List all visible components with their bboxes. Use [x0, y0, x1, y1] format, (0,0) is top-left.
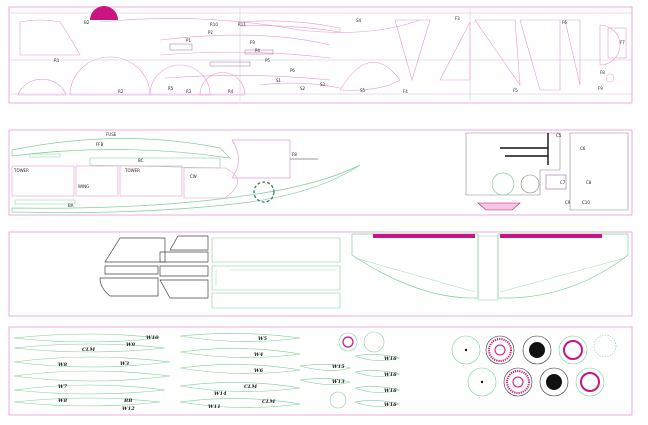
sheet4-label-w8-2: W8 [58, 398, 68, 404]
sheet2-label-tower-1: TOWER [13, 168, 29, 173]
sheet1-label-p5: P5 [265, 58, 270, 63]
sheet4-label-w4: W4 [254, 352, 264, 358]
sheet-3 [8, 231, 633, 317]
sheet1-label-r11: R11 [238, 22, 246, 27]
sheet2-label-ba: BA [68, 203, 74, 208]
sheet1-label-r5: R5 [168, 86, 174, 91]
sheet4-label-w5: W5 [258, 336, 268, 342]
sheet-3-border [8, 231, 633, 317]
sheet2-label-c6: C6 [580, 146, 586, 151]
sheet4-label-w16-2: W16 [384, 372, 397, 378]
dashed-ring [253, 181, 275, 203]
sheet1-label-s2: S2 [300, 86, 306, 91]
sheet2-label-ffb: FFB [96, 142, 104, 147]
sheet2-label-wing: WING [78, 184, 89, 189]
sheet4-label-w7: W7 [58, 384, 68, 390]
sheet4-label-w16-4: W16 [384, 402, 397, 408]
sheet2-label-c10: C10 [582, 200, 590, 205]
sheet1-label-r10: R10 [210, 22, 218, 27]
sheet-1-border [8, 6, 633, 104]
sheet-2-border [8, 129, 633, 216]
sheet4-label-w3: W3 [120, 361, 130, 367]
sheet1-label-f6: F6 [562, 20, 567, 25]
sheet1-label-f7: F7 [620, 40, 625, 45]
sheet1-label-p6: P6 [290, 68, 295, 73]
sheet2-label-bc: BC [138, 158, 144, 163]
sheet-1: B2 P1 P2 P3 P4 P5 P6 R1 R2 R3 R4 R5 S1 S… [8, 6, 633, 104]
sheet-2: FUSE FFB BC TOWER WING TOWER CW C5 C6 C7… [8, 129, 633, 216]
sheet4-label-clm-1: CLM [82, 347, 95, 353]
sheet2-label-c5: C5 [556, 133, 562, 138]
sheet-4: W10 W9 CLM W8 W3 W5 W4 W6 W7 W8 BB W14 C… [8, 326, 633, 416]
sheet1-label-r3: R3 [186, 89, 192, 94]
sheet4-label-w10: W10 [146, 335, 159, 341]
sheet1-label-r1: R1 [54, 58, 60, 63]
sheet2-label-c9: C9 [565, 200, 571, 205]
sheet4-label-clm-3: CLM [262, 399, 275, 405]
sheet1-label-f9: F9 [598, 86, 603, 91]
sheet4-label-clm-2: CLM [244, 384, 257, 390]
sheet1-label-f8: F8 [600, 70, 605, 75]
sheet1-label-r2: R2 [118, 89, 124, 94]
sheet2-label-c7: C7 [560, 180, 566, 185]
magenta-bar-left [373, 234, 475, 238]
sheet1-label-f5: F5 [513, 88, 518, 93]
sheet1-label-p2: P2 [208, 30, 213, 35]
sheet1-label-r4: R4 [228, 89, 234, 94]
sheet1-label-f4: F4 [403, 89, 408, 94]
sheet4-label-w12: W12 [122, 406, 135, 412]
sheet4-label-w14: W14 [214, 391, 227, 397]
sheet1-label-f3: F3 [455, 16, 460, 21]
magenta-hatched-part [477, 202, 521, 211]
sheet-4-border [8, 326, 633, 416]
sheet1-label-s4: S4 [356, 18, 362, 23]
sheet1-label-b2: B2 [84, 20, 90, 25]
sheet4-label-w9: W9 [126, 342, 136, 348]
sheet2-label-tower-2: TOWER [124, 168, 140, 173]
sheet4-label-w15: W15 [332, 364, 345, 370]
sheet1-label-p1: P1 [186, 38, 191, 43]
magenta-half-disc [90, 6, 118, 20]
sheet2-label-fuse: FUSE [106, 132, 117, 137]
sheet1-label-s3: S3 [320, 82, 326, 87]
sheet1-label-s5: S5 [360, 88, 366, 93]
sheet4-label-w6: W6 [254, 368, 264, 374]
sheet4-label-w11: W11 [208, 404, 221, 410]
sheet1-label-p3: P3 [250, 40, 255, 45]
sheet2-label-c8: C8 [586, 180, 592, 185]
sheet2-label-cw: CW [190, 174, 197, 179]
sheet2-label-f8: F8 [292, 152, 297, 157]
sheet4-label-w16-3: W16 [384, 388, 397, 394]
sheet1-label-p4: P4 [255, 48, 260, 53]
sheet1-label-s1: S1 [276, 78, 282, 83]
magenta-bar-right [500, 234, 602, 238]
sheet4-label-bb: BB [123, 398, 132, 404]
sheet4-label-w16-1: W16 [384, 356, 397, 362]
sheet4-label-w13: W13 [332, 379, 345, 385]
sheet4-label-w8-1: W8 [58, 362, 68, 368]
